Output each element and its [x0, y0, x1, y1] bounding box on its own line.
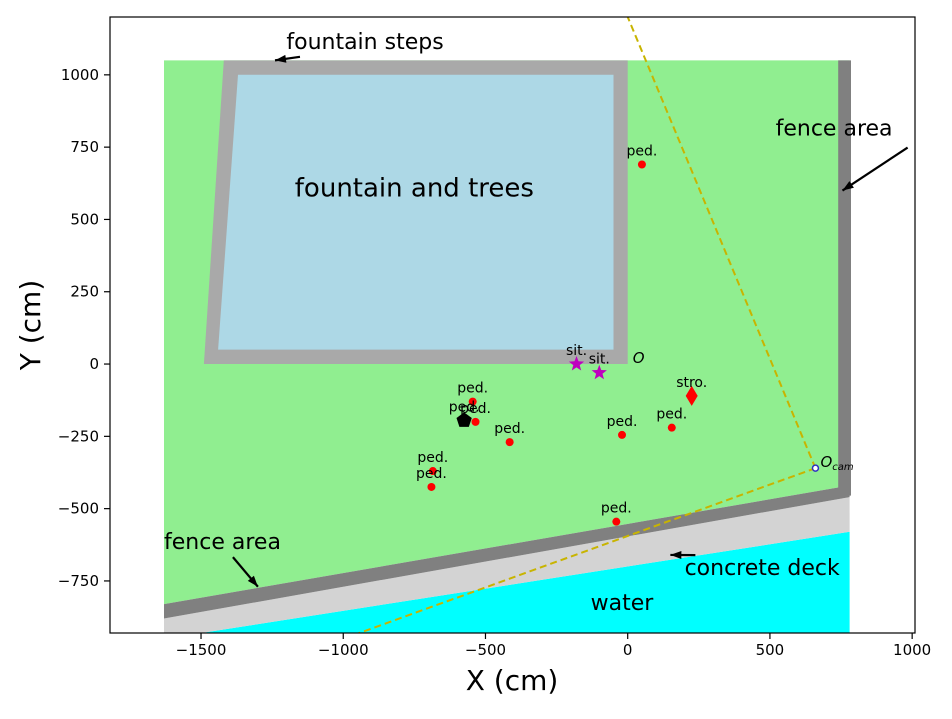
x-tick-label-3: 0	[623, 641, 633, 659]
camera-origin-point	[812, 465, 818, 471]
region-label-1: water	[591, 591, 655, 616]
annotation-label-2: fence area	[164, 530, 281, 555]
x-tick-label-0: −1500	[176, 641, 227, 659]
point-label-0-3: ped.	[494, 421, 525, 437]
x-axis-label: X (cm)	[466, 664, 559, 697]
x-tick-label-1: −1000	[318, 641, 369, 659]
point-label-0-8: ped.	[601, 501, 632, 517]
y-tick-label-1: −500	[58, 500, 99, 518]
y-tick-label-3: 0	[89, 355, 99, 373]
y-tick-label-4: 250	[70, 283, 99, 301]
region-label-0: fountain and trees	[295, 173, 534, 203]
annotation-label-1: fence area	[776, 117, 893, 142]
x-tick-label-2: −500	[465, 641, 506, 659]
origin-label: O	[633, 349, 645, 367]
point-circle-8	[612, 518, 620, 526]
point-label-0-7: ped.	[416, 466, 447, 482]
point-circle-3	[506, 438, 514, 446]
point-circle-5	[668, 424, 676, 432]
annotation-arrow-1	[842, 148, 907, 191]
x-tick-label-5: 1000	[893, 641, 931, 659]
y-tick-label-0: −750	[58, 572, 99, 590]
point-label-0-0: ped.	[627, 143, 658, 159]
point-label-0-5: ped.	[656, 407, 687, 423]
y-tick-label-7: 1000	[61, 66, 99, 84]
point-label-1-1: sit.	[589, 352, 610, 368]
point-circle-2	[472, 418, 480, 426]
point-label-0-6: ped.	[417, 450, 448, 466]
point-label-0-4: ped.	[607, 414, 638, 430]
point-label-3-0: ped.	[449, 399, 480, 415]
point-label-2-0: stro.	[676, 375, 707, 391]
point-label-0-1: ped.	[457, 381, 488, 397]
annotation-label-3: concrete deck	[685, 556, 840, 581]
point-circle-4	[618, 431, 626, 439]
point-label-1-0: sit.	[566, 343, 587, 359]
x-tick-label-4: 500	[756, 641, 785, 659]
y-tick-label-5: 500	[70, 210, 99, 228]
y-tick-label-2: −250	[58, 427, 99, 445]
point-circle-0	[638, 160, 646, 168]
region-fountain-and-trees	[218, 75, 613, 350]
annotation-label-0: fountain steps	[286, 30, 443, 55]
point-circle-7	[427, 483, 435, 491]
y-tick-label-6: 750	[70, 138, 99, 156]
y-axis-label: Y (cm)	[14, 280, 47, 372]
